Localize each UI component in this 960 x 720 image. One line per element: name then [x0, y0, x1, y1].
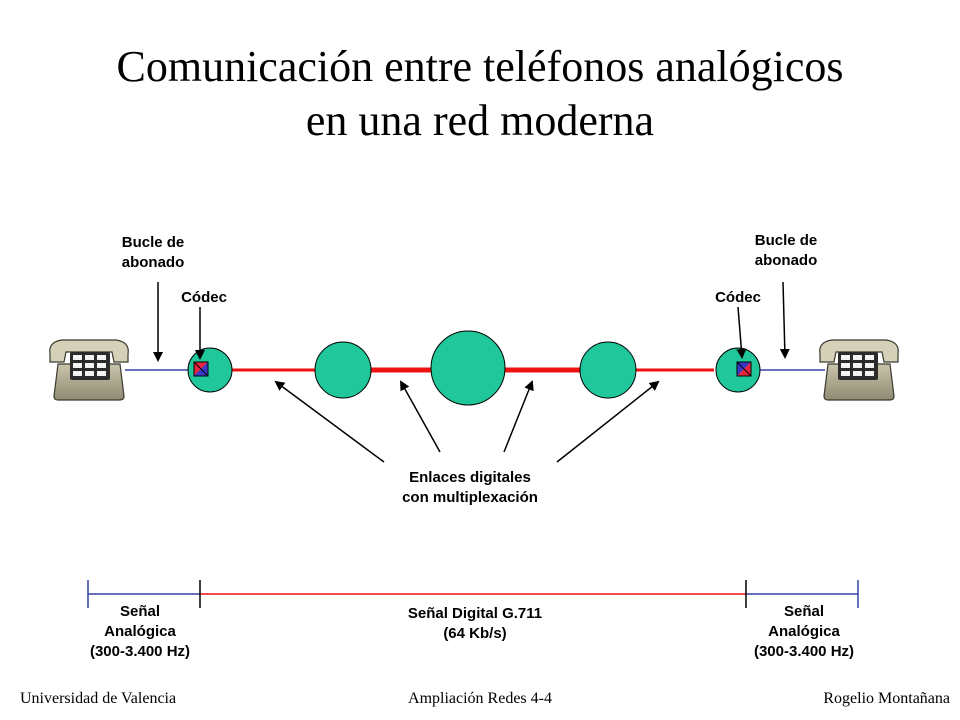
page-title: Comunicación entre teléfonos analógicos …: [0, 40, 960, 148]
footer-right: Rogelio Montañana: [823, 690, 950, 707]
telephone-icon: [819, 339, 899, 401]
label-digital-links-line-1: Enlaces digitales: [409, 469, 531, 486]
footer-center: Ampliación Redes 4-4: [408, 690, 552, 707]
signal-center-line-2: (64 Kb/s): [443, 625, 507, 642]
node-switch-central: [430, 330, 506, 406]
arrow-icon: [400, 380, 441, 453]
title-line-2: en una red moderna: [305, 96, 655, 145]
label-bucle-left: Bucle de abonado: [121, 234, 185, 271]
signal-left-line-2: Analógica: [104, 623, 176, 640]
arrow-icon: [274, 380, 385, 463]
label-codec-left: Códec: [181, 289, 227, 306]
telephone-icon: [49, 339, 129, 401]
signal-label-center: Señal Digital G.711 (64 Kb/s): [350, 604, 600, 644]
node-switch-2: [579, 341, 637, 399]
signal-right-line-2: Analógica: [768, 623, 840, 640]
signal-label-left: Señal Analógica (300-3.400 Hz): [60, 602, 220, 662]
arrow-icon: [503, 380, 534, 453]
signal-label-right: Señal Analógica (300-3.400 Hz): [724, 602, 884, 662]
signal-center-line-1: Señal Digital G.711: [407, 605, 543, 622]
arrow-icon: [779, 281, 790, 359]
arrow-icon: [556, 380, 660, 463]
signal-left-line-1: Señal: [119, 603, 161, 620]
label-digital-links-line-2: con multiplexación: [402, 489, 538, 506]
signal-right-line-3: (300-3.400 Hz): [753, 643, 855, 660]
codec-icon: [193, 361, 209, 377]
label-bucle-right: Bucle de abonado: [754, 232, 818, 269]
signal-left-line-3: (300-3.400 Hz): [89, 643, 191, 660]
arrow-icon: [736, 306, 747, 359]
node-switch-1: [314, 341, 372, 399]
signal-right-line-1: Señal: [783, 603, 825, 620]
title-line-1: Comunicación entre teléfonos analógicos: [116, 42, 844, 91]
label-digital-links: Enlaces digitales con multiplexación: [360, 468, 580, 508]
label-codec-right: Códec: [715, 289, 761, 306]
footer-left: Universidad de Valencia: [20, 690, 177, 707]
codec-icon: [736, 361, 752, 377]
